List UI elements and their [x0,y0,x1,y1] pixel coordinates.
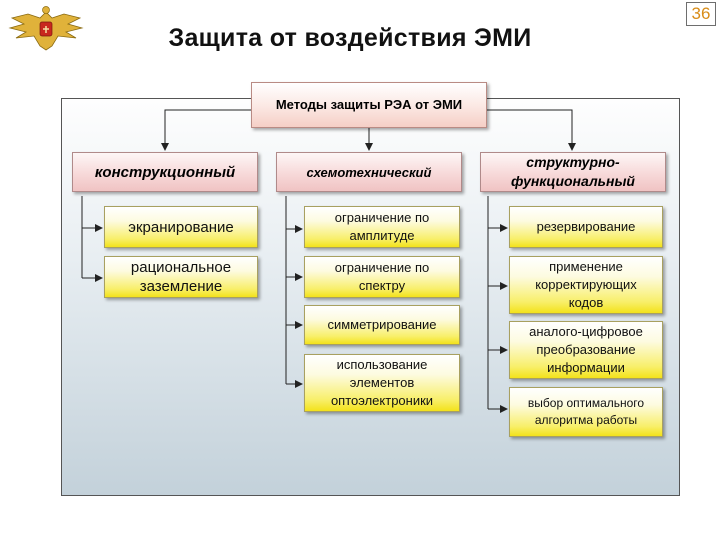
category-structural: структурно-функциональный [480,152,666,192]
connector-root-to-col1 [161,109,251,151]
leaf-spectrum-limiting: ограничение по спектру [304,256,460,298]
leaf-optoelectronics: использование элементов оптоэлектроники [304,354,460,412]
leaf-redundancy: резервирование [509,206,663,248]
leaf-ad-conversion: аналого-цифровое преобразование информац… [509,321,663,379]
emblem-icon [8,6,84,51]
page-number: 36 [686,2,716,26]
root-node: Методы защиты РЭА от ЭМИ [251,82,487,128]
connector-root-to-col3 [487,109,576,151]
category-constructive: конструкционный [72,152,258,192]
leaf-symmetrization: симметрирование [304,305,460,345]
leaf-correcting-codes: применение корректирующих кодов [509,256,663,314]
leaf-grounding: рациональное заземление [104,256,258,298]
leaf-amplitude-limiting: ограничение по амплитуде [304,206,460,248]
leaf-shielding: экранирование [104,206,258,248]
category-circuit: схемотехнический [276,152,462,192]
page-title: Защита от воздействия ЭМИ [168,24,532,52]
leaf-optimal-algorithm: выбор оптимального алгоритма работы [509,387,663,437]
